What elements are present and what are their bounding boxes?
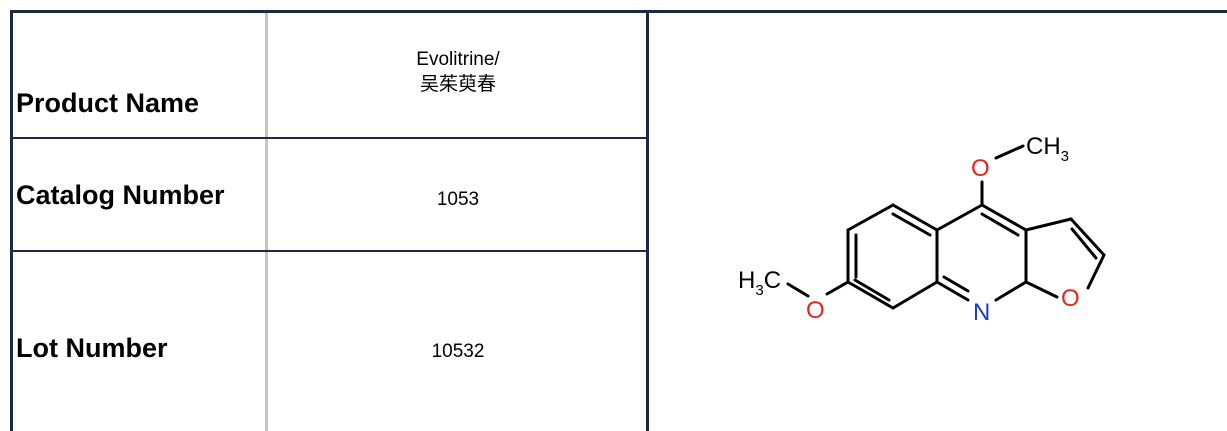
bond-c10-c11 bbox=[1069, 217, 1106, 257]
bond-c10-c11-inner bbox=[1070, 227, 1098, 260]
catalog-number-label: Catalog Number bbox=[16, 180, 225, 210]
nitrogen: N bbox=[973, 299, 990, 326]
bond-o-c9 bbox=[1024, 280, 1059, 299]
bond-c2-c7 bbox=[935, 203, 984, 232]
top-border bbox=[10, 10, 1227, 13]
bond-o-ch3-left bbox=[786, 282, 810, 298]
oxygen-top: O bbox=[971, 155, 990, 182]
bond-c11-o bbox=[1086, 253, 1106, 290]
bond-o-ch3-top bbox=[994, 144, 1025, 160]
bond-c3-c4 bbox=[891, 280, 939, 310]
bond-inner-2 bbox=[853, 278, 891, 302]
row-divider-2 bbox=[10, 250, 649, 252]
column-divider bbox=[265, 13, 268, 431]
bond-inner-1 bbox=[891, 212, 932, 237]
bond-c3-n bbox=[935, 280, 970, 302]
bond-c8-c10 bbox=[1024, 217, 1073, 232]
product-name-label: Product Name bbox=[16, 88, 200, 118]
methyl-left-label: H3C bbox=[738, 267, 781, 299]
lot-number-label: Lot Number bbox=[16, 333, 168, 363]
bond-c4-c5 bbox=[846, 280, 895, 310]
methyl-left-c: C bbox=[764, 267, 781, 294]
methyl-top-sub: 3 bbox=[1061, 148, 1069, 165]
left-border bbox=[10, 10, 13, 431]
oxygen-furan: O bbox=[1061, 285, 1080, 312]
bond-c3-n-inner bbox=[942, 275, 970, 293]
bond-c1-c2 bbox=[891, 203, 939, 232]
bond-c7-c8 bbox=[980, 203, 1028, 232]
methyl-left-h: H bbox=[738, 267, 755, 294]
structure-drawing: O O O N CH3 H3C bbox=[738, 133, 1106, 326]
table-right-border bbox=[646, 10, 649, 431]
catalog-number-value: 1053 bbox=[436, 189, 480, 210]
product-name-value: Evolitrine/ 吴茱萸春 bbox=[268, 47, 648, 97]
bond-c7-c8-inner bbox=[980, 212, 1020, 237]
bond-c6-c1 bbox=[846, 203, 895, 232]
lot-number-value: 10532 bbox=[431, 341, 485, 362]
bond-c5-o-left bbox=[825, 280, 850, 296]
methyl-left-sub: 3 bbox=[755, 282, 763, 299]
oxygen-left: O bbox=[806, 297, 825, 324]
methyl-top-label: CH3 bbox=[1026, 133, 1069, 165]
product-name-english: Evolitrine/ bbox=[416, 49, 500, 70]
methyl-top-ch: CH bbox=[1026, 133, 1061, 160]
product-name-chinese: 吴茱萸春 bbox=[419, 74, 496, 95]
row-divider-1 bbox=[10, 137, 649, 139]
bond-n-c9 bbox=[994, 280, 1028, 302]
chemical-structure: O O O N CH3 H3C bbox=[646, 12, 1227, 431]
